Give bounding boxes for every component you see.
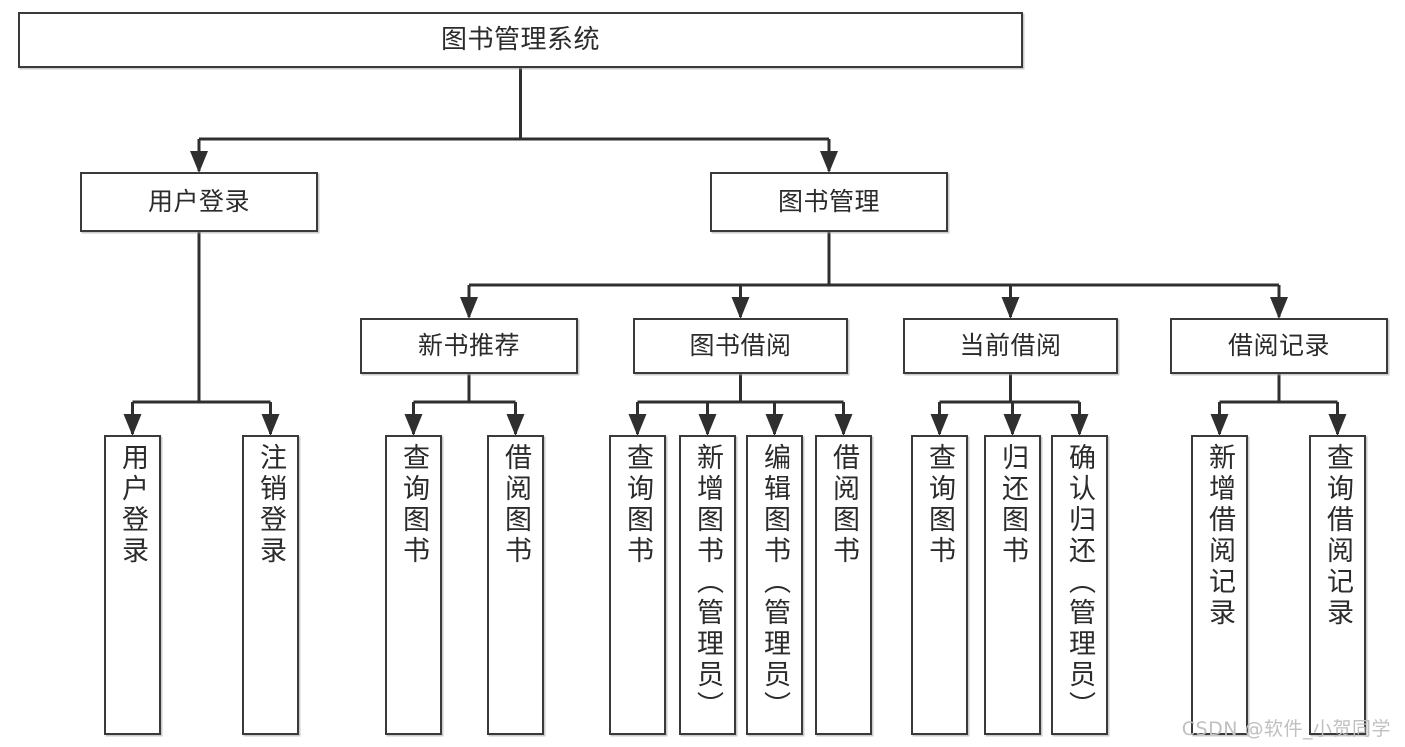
node-root-图书管理系统[interactable]: 图书管理系统 (18, 12, 1023, 68)
node-label: 查询图书 (924, 443, 955, 567)
node-leaf-edit-book[interactable]: 编辑图书（管理员） (746, 435, 803, 735)
node-label: 借阅图书 (828, 443, 859, 567)
node-label: 用户登录 (147, 187, 250, 217)
node-label: 图书管理 (777, 187, 880, 217)
node-label: 编辑图书（管理员） (759, 443, 790, 722)
node-leaf-query-book-2[interactable]: 查询图书 (609, 435, 666, 735)
node-label: 图书管理系统 (440, 24, 600, 55)
node-label: 当前借阅 (959, 331, 1062, 361)
node-leaf-borrow-book-2[interactable]: 借阅图书 (815, 435, 872, 735)
node-leaf-query-book-1[interactable]: 查询图书 (385, 435, 442, 735)
node-leaf-return-book[interactable]: 归还图书 (984, 435, 1041, 735)
node-leaf-user-login[interactable]: 用户登录 (104, 435, 161, 735)
node-leaf-add-book[interactable]: 新增图书（管理员） (679, 435, 736, 735)
node-user-login[interactable]: 用户登录 (80, 172, 318, 232)
node-label: 归还图书 (997, 443, 1028, 567)
node-book-manage[interactable]: 图书管理 (710, 172, 948, 232)
node-label: 用户登录 (117, 443, 148, 567)
node-label: 新书推荐 (417, 331, 520, 361)
node-label: 确认归还（管理员） (1064, 443, 1095, 722)
node-new-book-recommend[interactable]: 新书推荐 (360, 318, 578, 374)
node-label: 查询图书 (622, 443, 653, 567)
node-label: 注销登录 (255, 443, 286, 567)
node-label: 新增借阅记录 (1204, 443, 1235, 629)
node-label: 新增图书（管理员） (692, 443, 723, 722)
node-borrow-record[interactable]: 借阅记录 (1170, 318, 1388, 374)
node-label: 图书借阅 (689, 331, 792, 361)
node-leaf-user-logout[interactable]: 注销登录 (242, 435, 299, 735)
node-leaf-confirm-return[interactable]: 确认归还（管理员） (1051, 435, 1108, 735)
node-leaf-query-book-3[interactable]: 查询图书 (911, 435, 968, 735)
node-leaf-add-record[interactable]: 新增借阅记录 (1191, 435, 1248, 735)
node-label: 查询借阅记录 (1322, 443, 1353, 629)
node-leaf-query-record[interactable]: 查询借阅记录 (1309, 435, 1366, 735)
node-current-borrow[interactable]: 当前借阅 (903, 318, 1118, 374)
node-book-borrow[interactable]: 图书借阅 (633, 318, 848, 374)
node-label: 借阅记录 (1227, 331, 1330, 361)
node-label: 查询图书 (398, 443, 429, 567)
node-label: 借阅图书 (500, 443, 531, 567)
node-leaf-borrow-book-1[interactable]: 借阅图书 (487, 435, 544, 735)
